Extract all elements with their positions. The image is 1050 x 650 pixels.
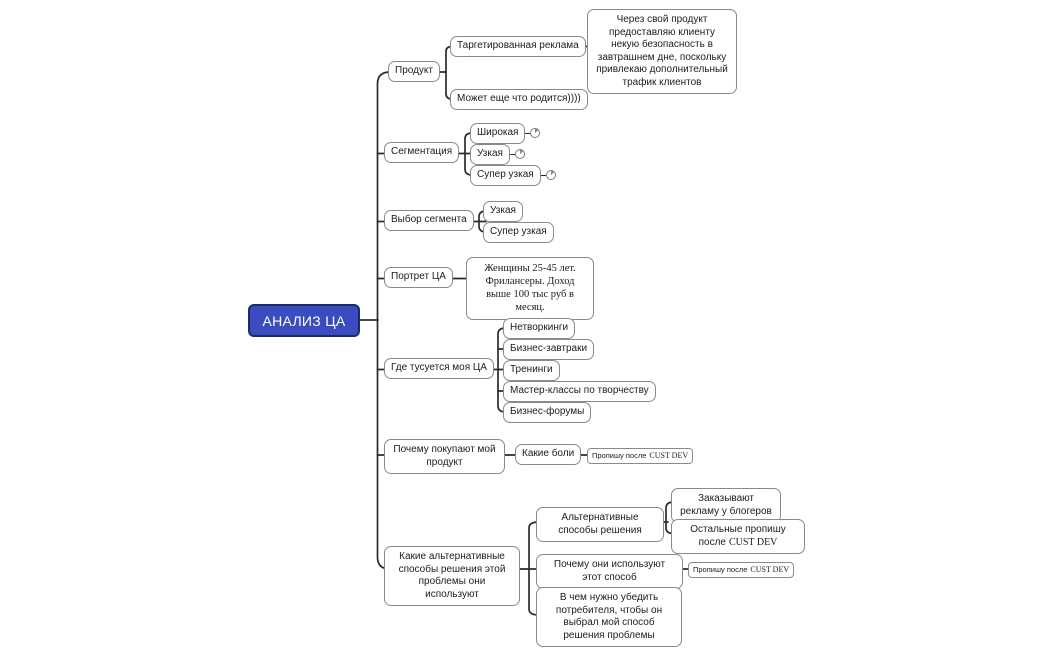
root-topic[interactable]: АНАЛИЗ ЦА <box>248 304 360 337</box>
task-progress-icon <box>530 128 541 139</box>
note-text-custdev: CUST DEV <box>728 536 778 548</box>
topic-audience-portrait[interactable]: Портрет ЦА <box>384 267 453 288</box>
task-progress-icon <box>514 149 525 160</box>
topic-what-to-convince[interactable]: В чем нужно убедить потребителя, чтобы о… <box>536 587 682 647</box>
marker-stub <box>540 174 546 176</box>
topic-why-buy[interactable]: Почему покупают мой продукт <box>384 439 505 474</box>
task-progress-icon <box>545 170 556 181</box>
topic-alternative-solutions[interactable]: Альтернативные способы решения <box>536 507 664 542</box>
topic-networking[interactable]: Нетворкинги <box>503 318 576 339</box>
topic-product[interactable]: Продукт <box>388 61 440 82</box>
topic-segment-choice[interactable]: Выбор сегмента <box>384 210 474 231</box>
note-text: Пропишу после <box>693 565 748 574</box>
segmentation-narrow-row: Узкая <box>470 144 525 165</box>
topic-why-this-way[interactable]: Почему они используют этот способ <box>536 554 683 589</box>
note-text: Остальные пропишу после <box>690 524 786 548</box>
segmentation-super-narrow-row: Супер узкая <box>470 165 556 186</box>
topic-alternative-ways[interactable]: Какие альтернативные способы решения это… <box>384 546 520 606</box>
topic-maybe-more[interactable]: Может еще что родится)))) <box>450 89 588 110</box>
topic-business-forums[interactable]: Бизнес-форумы <box>503 402 592 423</box>
note-text-custdev: CUST DEV <box>750 565 790 574</box>
topic-segment-super-narrow[interactable]: Супер узкая <box>470 165 541 186</box>
topic-segmentation[interactable]: Сегментация <box>384 142 460 163</box>
segmentation-wide-row: Широкая <box>470 123 541 144</box>
topic-targeted-ads[interactable]: Таргетированная реклама <box>450 36 586 57</box>
topic-product-note[interactable]: Через свой продукт предоставляю клиенту … <box>587 9 737 94</box>
marker-stub <box>525 132 531 134</box>
note-text-custdev: CUST DEV <box>649 451 689 460</box>
topic-where-audience[interactable]: Где тусуется моя ЦА <box>384 358 494 379</box>
topic-choice-narrow[interactable]: Узкая <box>483 201 523 222</box>
topic-segment-wide[interactable]: Широкая <box>470 123 526 144</box>
topic-segment-narrow[interactable]: Узкая <box>470 144 510 165</box>
topic-portrait-description[interactable]: Женщины 25-45 лет. Фрилансеры. Доход выш… <box>466 257 594 320</box>
topic-choice-super-narrow[interactable]: Супер узкая <box>483 222 554 243</box>
topic-business-breakfasts[interactable]: Бизнес-завтраки <box>503 339 595 360</box>
topic-trainings[interactable]: Тренинги <box>503 360 560 381</box>
marker-stub <box>509 153 515 155</box>
note-text: Пропишу после <box>592 451 647 460</box>
topic-order-blogger-ads[interactable]: Заказывают рекламу у блогеров <box>671 488 781 523</box>
topic-creative-masterclasses[interactable]: Мастер-классы по творчеству <box>503 381 656 402</box>
topic-pains[interactable]: Какие боли <box>515 444 582 465</box>
